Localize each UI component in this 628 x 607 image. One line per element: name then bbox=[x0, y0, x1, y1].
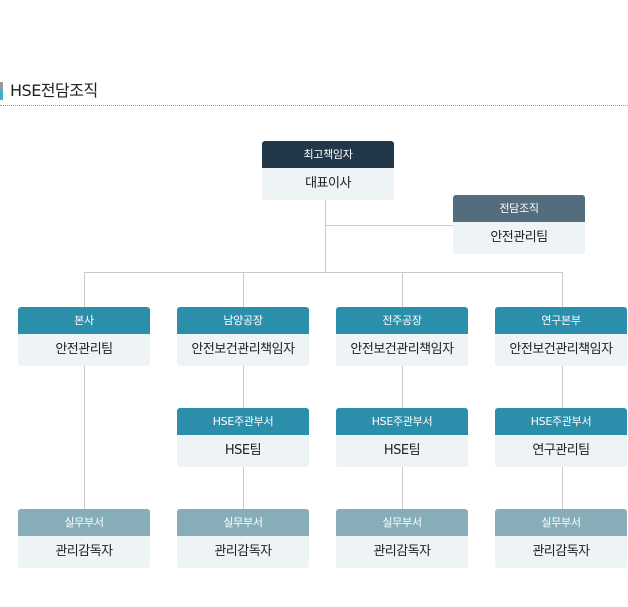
node-body: 관리감독자 bbox=[373, 544, 431, 559]
node-body: 안전보건관리책임자 bbox=[191, 342, 295, 357]
connector-line bbox=[402, 272, 403, 307]
connector-line bbox=[325, 200, 326, 273]
org-node-hq-staff: 실무부서 관리감독자 bbox=[18, 509, 150, 568]
node-body: 안전관리팀 bbox=[55, 342, 113, 357]
node-header: 남양공장 bbox=[177, 307, 309, 334]
node-header: 최고책임자 bbox=[262, 141, 394, 168]
node-header: 실무부서 bbox=[177, 509, 309, 536]
node-header: 실무부서 bbox=[18, 509, 150, 536]
org-node-jeonju-dept: HSE주관부서 HSE팀 bbox=[336, 408, 468, 467]
node-body: 연구관리팀 bbox=[532, 443, 590, 458]
connector-line bbox=[243, 366, 244, 408]
node-body: HSE팀 bbox=[224, 443, 262, 458]
node-body: 안전보건관리책임자 bbox=[509, 342, 613, 357]
connector-line bbox=[562, 366, 563, 408]
connector-line bbox=[84, 272, 85, 307]
node-body: 안전보건관리책임자 bbox=[350, 342, 454, 357]
org-node-namyang-staff: 실무부서 관리감독자 bbox=[177, 509, 309, 568]
node-header: 실무부서 bbox=[336, 509, 468, 536]
node-body: HSE팀 bbox=[383, 443, 421, 458]
node-body: 관리감독자 bbox=[55, 544, 113, 559]
page-title: HSE전담조직 bbox=[10, 81, 98, 100]
node-body: 대표이사 bbox=[305, 176, 351, 191]
org-node-research-staff: 실무부서 관리감독자 bbox=[495, 509, 627, 568]
connector-line bbox=[243, 272, 244, 307]
node-header: 전담조직 bbox=[453, 195, 585, 222]
node-header: 본사 bbox=[18, 307, 150, 334]
node-header: HSE주관부서 bbox=[336, 408, 468, 435]
node-header: 전주공장 bbox=[336, 307, 468, 334]
org-node-namyang-dept: HSE주관부서 HSE팀 bbox=[177, 408, 309, 467]
node-header: 실무부서 bbox=[495, 509, 627, 536]
section-title: HSE전담조직 bbox=[0, 79, 628, 107]
connector-line bbox=[84, 272, 563, 273]
node-body: 관리감독자 bbox=[214, 544, 272, 559]
org-node-jeonju-staff: 실무부서 관리감독자 bbox=[336, 509, 468, 568]
org-node-namyang: 남양공장 안전보건관리책임자 bbox=[177, 307, 309, 366]
connector-line bbox=[325, 225, 454, 226]
connector-line bbox=[84, 366, 85, 509]
connector-line bbox=[402, 366, 403, 408]
node-header: HSE주관부서 bbox=[495, 408, 627, 435]
org-node-research-dept: HSE주관부서 연구관리팀 bbox=[495, 408, 627, 467]
connector-line bbox=[562, 467, 563, 509]
org-node-hq: 본사 안전관리팀 bbox=[18, 307, 150, 366]
org-node-dedicated: 전담조직 안전관리팀 bbox=[453, 195, 585, 254]
node-header: 연구본부 bbox=[495, 307, 627, 334]
node-header: HSE주관부서 bbox=[177, 408, 309, 435]
connector-line bbox=[562, 272, 563, 307]
node-body: 관리감독자 bbox=[532, 544, 590, 559]
connector-line bbox=[402, 467, 403, 509]
org-node-jeonju: 전주공장 안전보건관리책임자 bbox=[336, 307, 468, 366]
connector-line bbox=[243, 467, 244, 509]
org-node-research: 연구본부 안전보건관리책임자 bbox=[495, 307, 627, 366]
node-body: 안전관리팀 bbox=[490, 230, 548, 245]
org-node-ceo: 최고책임자 대표이사 bbox=[262, 141, 394, 200]
title-divider bbox=[0, 105, 628, 106]
title-accent-bar bbox=[0, 82, 3, 100]
